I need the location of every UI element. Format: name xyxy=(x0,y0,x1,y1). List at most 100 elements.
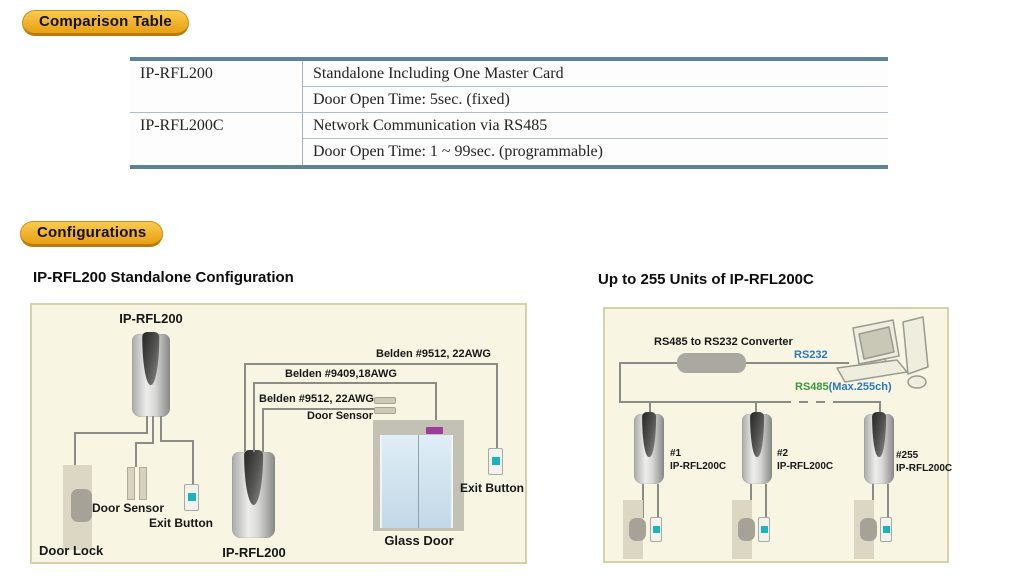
glass-door xyxy=(373,420,464,531)
exit-button xyxy=(880,517,892,542)
door-lock xyxy=(71,489,92,522)
exit-button xyxy=(184,484,199,511)
configurations-badge: Configurations xyxy=(20,221,164,247)
card-reader xyxy=(132,332,170,417)
desc-cell: Standalone Including One Master Card xyxy=(303,61,888,87)
model-cell xyxy=(130,139,303,165)
exit-button xyxy=(758,517,770,542)
exit-button xyxy=(650,517,662,542)
wire xyxy=(192,440,194,484)
glass-door-label: Glass Door xyxy=(384,533,454,548)
reader-nose xyxy=(750,412,764,457)
wire xyxy=(435,382,437,429)
right-diagram-title: Up to 255 Units of IP-RFL200C xyxy=(598,271,814,288)
wire xyxy=(755,401,757,414)
desc-cell: Network Communication via RS485 xyxy=(303,113,888,139)
desc-cell: Door Open Time: 5sec. (fixed) xyxy=(303,87,888,113)
cable-label: Belden #9512, 22AWG xyxy=(259,393,374,405)
model-cell: IP-RFL200 xyxy=(130,61,303,87)
door-sensor xyxy=(139,467,147,500)
exit-button-led xyxy=(883,526,890,533)
door-sensor xyxy=(127,467,135,500)
reader-label: IP-RFL200 xyxy=(119,311,183,326)
converter-label: RS485 to RS232 Converter xyxy=(654,336,793,348)
door-sensor-label: Door Sensor xyxy=(307,410,374,422)
table-row: Door Open Time: 1 ~ 99sec. (programmable… xyxy=(130,139,888,165)
wire xyxy=(262,408,376,410)
exit-button-led xyxy=(492,457,500,465)
door-sensor xyxy=(374,407,396,414)
exit-button-label: Exit Button xyxy=(460,481,524,495)
standalone-diagram-panel: IP-RFL200 Door Sensor Exit Button Door L… xyxy=(30,303,527,564)
model-cell xyxy=(130,87,303,113)
rs485-converter xyxy=(677,353,746,373)
wire xyxy=(160,440,194,442)
exit-button-label: Exit Button xyxy=(149,516,213,530)
exit-button xyxy=(488,448,503,475)
card-reader xyxy=(864,412,894,484)
computer-icon xyxy=(836,316,929,389)
rs232-label: RS232 xyxy=(794,349,828,361)
rs485-label: RS485(Max.255ch) xyxy=(795,381,892,393)
wire xyxy=(619,401,782,403)
wire xyxy=(657,484,659,517)
exit-button-led xyxy=(653,526,660,533)
card-reader xyxy=(634,412,664,484)
wire xyxy=(253,382,437,384)
exit-button-led xyxy=(188,493,196,501)
wire xyxy=(152,416,154,443)
glass-door-divider xyxy=(418,435,419,528)
door-sensor xyxy=(374,397,396,404)
wire xyxy=(765,484,767,517)
model-cell: IP-RFL200C xyxy=(130,113,303,139)
cable-label: Belden #9409,18AWG xyxy=(285,368,397,380)
wire-dashed xyxy=(782,401,834,403)
glass-panels xyxy=(380,435,453,528)
wire xyxy=(244,363,246,452)
wire xyxy=(262,408,264,452)
table-row: IP-RFL200 Standalone Including One Maste… xyxy=(130,61,888,87)
reader-nose xyxy=(872,412,886,457)
left-diagram-title: IP-RFL200 Standalone Configuration xyxy=(33,269,294,286)
wire xyxy=(879,401,881,414)
wire xyxy=(135,442,137,467)
cable-label: Belden #9512, 22AWG xyxy=(376,348,491,360)
rs485-green-text: RS485 xyxy=(795,381,829,393)
wire xyxy=(135,442,154,444)
wire xyxy=(642,484,644,518)
wire xyxy=(146,416,148,433)
table-row: IP-RFL200C Network Communication via RS4… xyxy=(130,113,888,139)
exit-button-led xyxy=(761,526,768,533)
wire xyxy=(253,382,255,452)
card-reader xyxy=(742,412,772,484)
rs485-max-text: (Max.255ch) xyxy=(828,381,892,393)
wire xyxy=(74,432,76,465)
door-closer xyxy=(426,427,443,434)
wire xyxy=(887,484,889,517)
wire xyxy=(619,362,621,402)
wire xyxy=(74,432,148,434)
comparison-table-badge: Comparison Table xyxy=(22,10,189,36)
door-lock xyxy=(738,518,755,541)
network-diagram-panel: RS485 to RS232 Converter RS232 RS485(Max… xyxy=(603,307,953,563)
door-sensor-label: Door Sensor xyxy=(92,501,165,515)
wire xyxy=(244,363,498,365)
wire xyxy=(496,363,498,448)
reader-nose xyxy=(243,450,264,506)
card-reader xyxy=(232,450,275,538)
desc-cell: Door Open Time: 1 ~ 99sec. (programmable… xyxy=(313,143,603,160)
wire xyxy=(160,416,162,441)
comparison-table: IP-RFL200 Standalone Including One Maste… xyxy=(130,57,888,169)
table-row: Door Open Time: 5sec. (fixed) xyxy=(130,87,888,113)
reader-nose xyxy=(142,332,160,386)
door-lock-label: Door Lock xyxy=(39,543,104,558)
wire xyxy=(834,401,881,403)
reader-label: IP-RFL200 xyxy=(222,545,286,560)
door-lock xyxy=(860,518,877,541)
wire xyxy=(649,401,651,414)
reader-nose xyxy=(642,412,656,457)
door-lock xyxy=(629,518,646,541)
